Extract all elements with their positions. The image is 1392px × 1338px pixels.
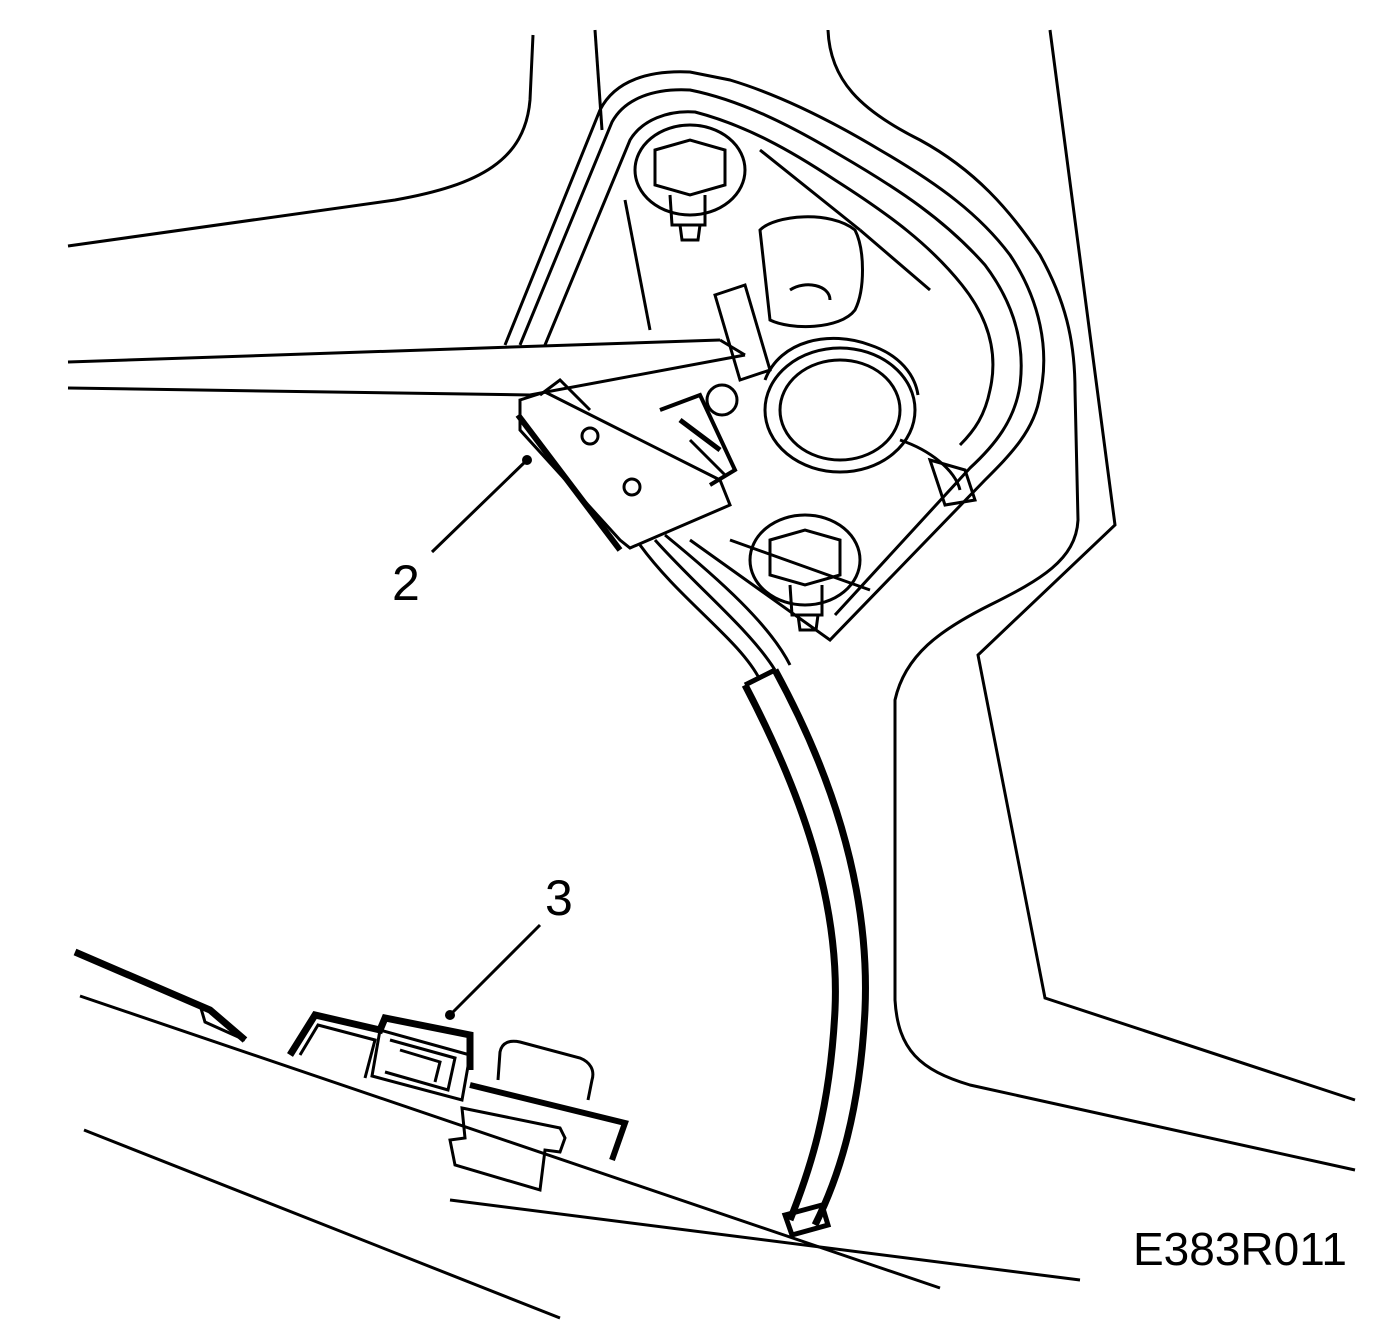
body-panel-outlines	[67, 29, 1356, 1320]
wiring-harness	[638, 533, 869, 1239]
upper-nut	[633, 123, 747, 242]
figure-code: E383R011	[1133, 1223, 1347, 1275]
bulb-socket	[705, 215, 977, 507]
connector-item-2	[515, 378, 738, 552]
tool-rod	[67, 338, 746, 397]
callout-label-2: 2	[392, 555, 420, 611]
lamp-housing	[503, 70, 1046, 642]
bumper-clip-item-3	[73, 948, 629, 1192]
lower-nut	[748, 513, 862, 632]
leader-line-2	[430, 455, 532, 554]
callout-label-3: 3	[545, 870, 573, 926]
leader-line-3	[445, 923, 542, 1020]
